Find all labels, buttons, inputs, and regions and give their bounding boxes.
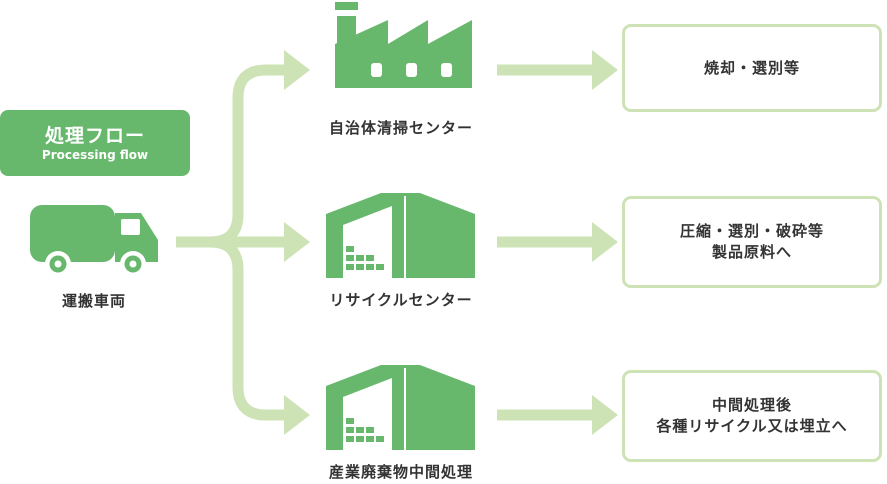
outcome-text: 各種リサイクル又は埋立へ [656, 417, 848, 435]
branch-arrowheads [284, 50, 310, 435]
outcome-text: 中間処理後 [711, 396, 792, 414]
process-flow-badge: 処理フロー Processing flow [0, 110, 190, 176]
arrowhead-bottom [284, 395, 310, 435]
arrowhead-top [284, 50, 310, 90]
result-arrows [497, 64, 598, 421]
outcome-text: 製品原料へ [711, 243, 792, 261]
arrowhead-middle [284, 222, 310, 262]
result-arrowhead-3 [592, 395, 618, 435]
truck-icon [30, 205, 158, 277]
outcome-box-compression: 圧縮・選別・破砕等 製品原料へ [622, 196, 882, 288]
branch-arrow-bottom [209, 236, 290, 421]
facility-label-recycle: リサイクルセンター [329, 291, 473, 309]
facility-label-industrial: 産業廃棄物中間処理 [328, 463, 473, 481]
result-arrowhead-2 [592, 222, 618, 262]
truck-label: 運搬車両 [61, 292, 126, 310]
outcome-text: 焼却・選別等 [703, 58, 800, 77]
warehouse-icon [326, 365, 475, 450]
badge-title: 処理フロー [44, 125, 145, 147]
facility-label-municipal: 自治体清掃センター [328, 119, 473, 137]
result-arrowhead-1 [592, 50, 618, 90]
warehouse-icon [326, 193, 475, 278]
branch-connector [176, 64, 290, 421]
outcome-text: 圧縮・選別・破砕等 [679, 222, 824, 240]
branch-arrow-top [176, 64, 290, 248]
outcome-box-intermediate: 中間処理後 各種リサイクル又は埋立へ [622, 370, 882, 462]
factory-icon [335, 2, 472, 88]
outcome-box-incineration: 焼却・選別等 [622, 24, 882, 112]
badge-subtitle: Processing flow [41, 148, 149, 162]
